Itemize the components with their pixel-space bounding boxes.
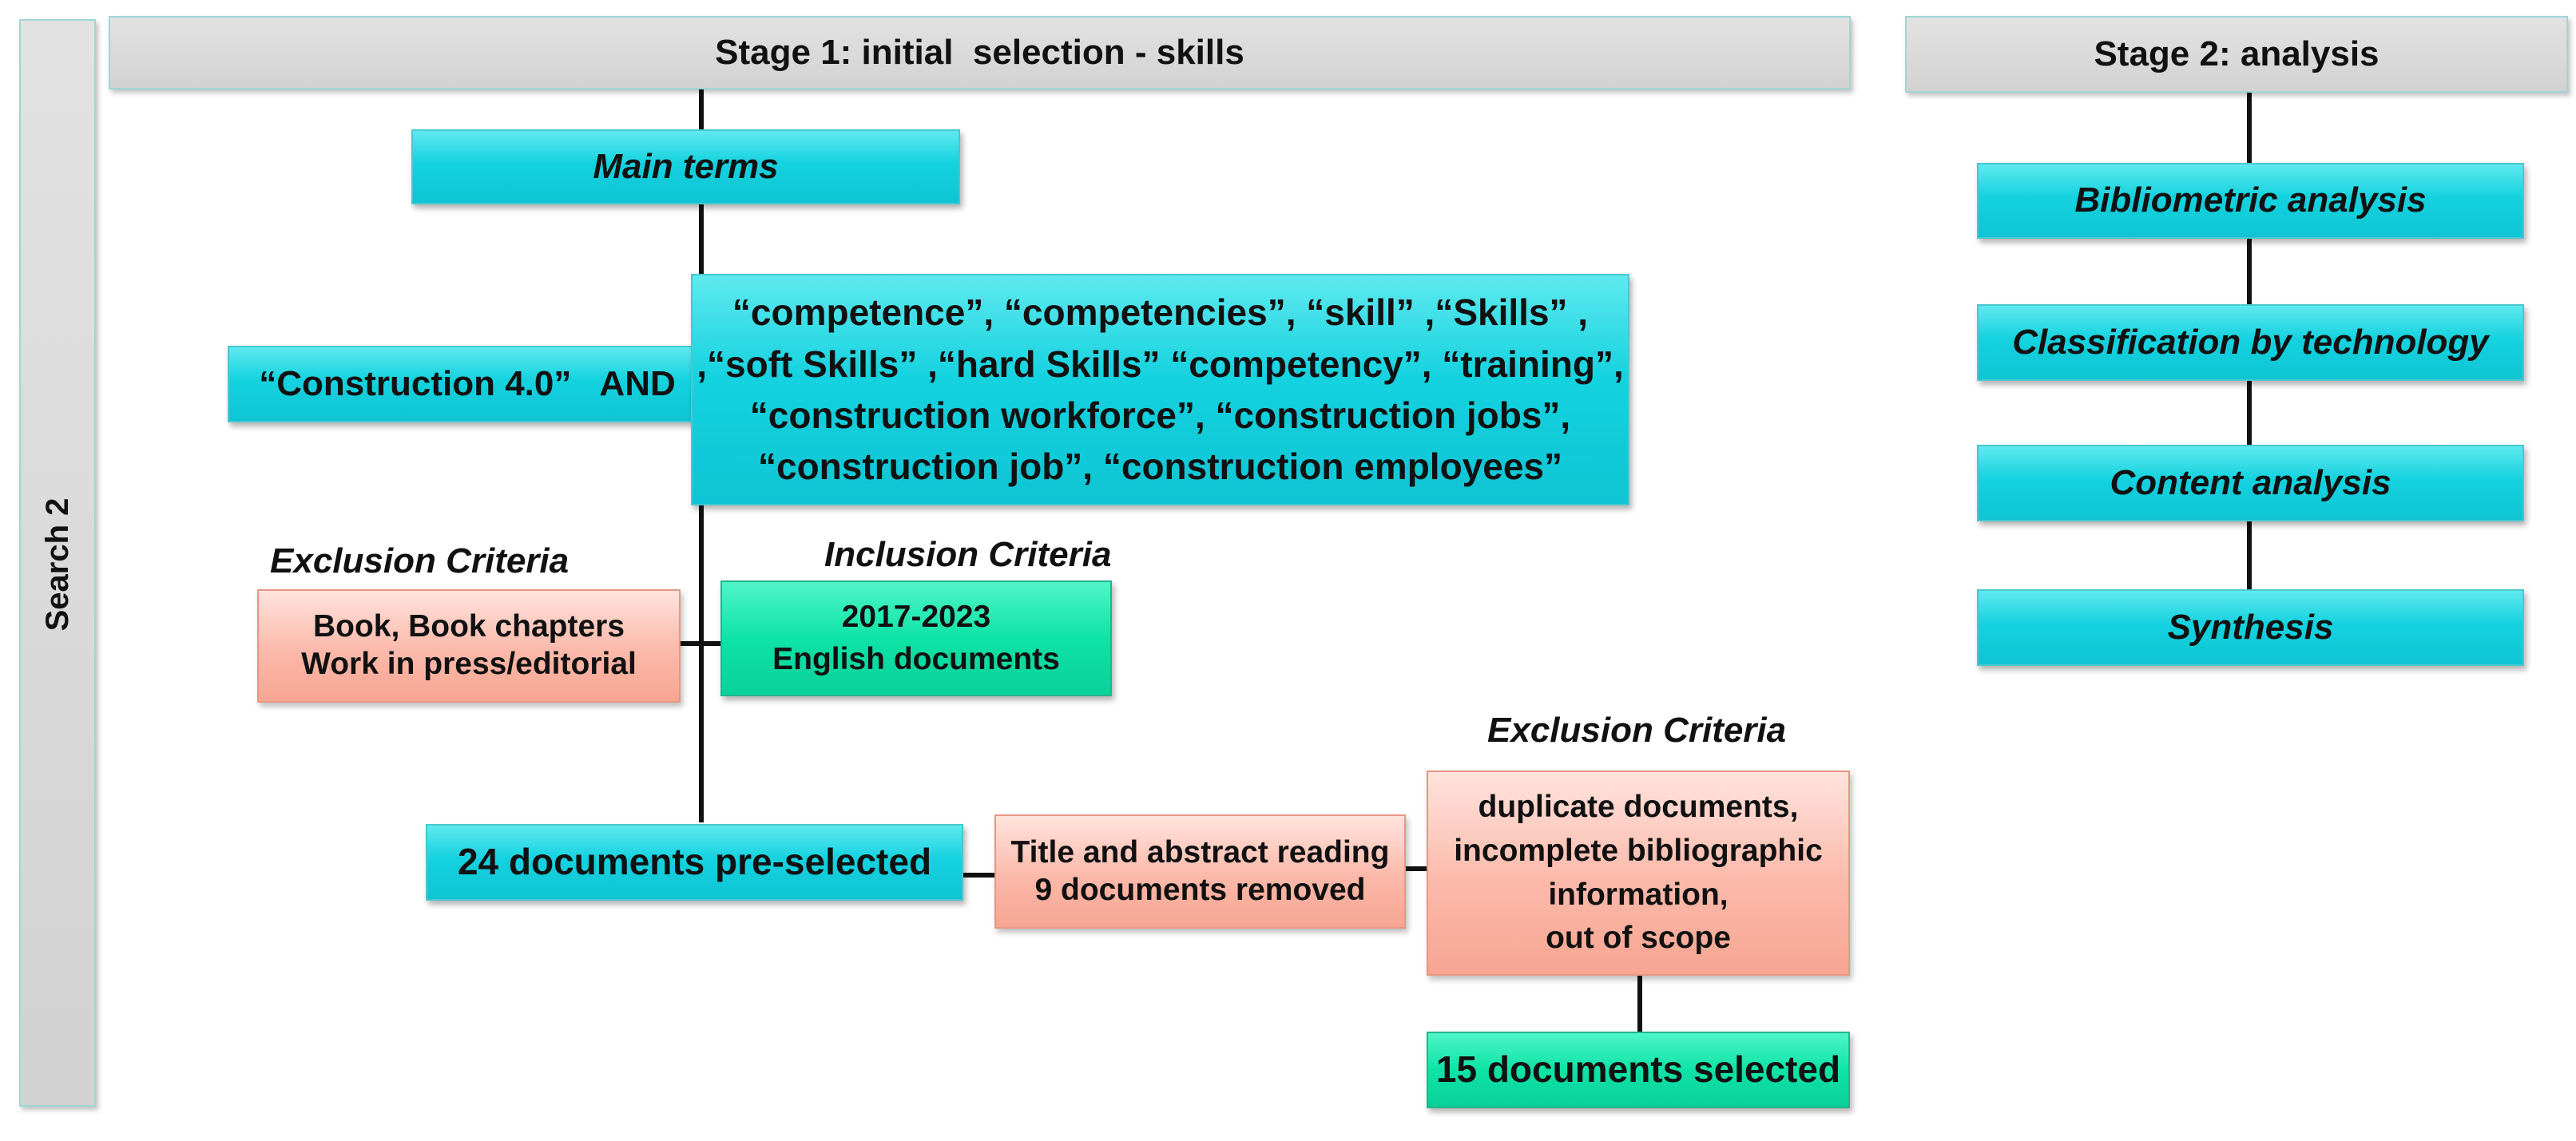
exclusion-criteria-title-1: Exclusion Criteria: [270, 541, 570, 580]
title-abstract-box: Title and abstract reading 9 documents r…: [994, 814, 1406, 929]
exclusion-criteria-box-2: duplicate documents, incomplete bibliogr…: [1427, 771, 1850, 976]
stage2-header: Stage 2: analysis: [1905, 16, 2568, 93]
connector-title-exclusion2: [1406, 866, 1428, 871]
stage2-step-content: Content analysis: [1977, 445, 2524, 521]
exclusion-criteria-title-2: Exclusion Criteria: [1487, 711, 1787, 750]
selected-box: 15 documents selected: [1427, 1032, 1850, 1108]
exclusion-criteria-box-1: Book, Book chapters Work in press/editor…: [257, 589, 681, 703]
connector-exclusion1: [679, 641, 727, 646]
search-construction-box: “Construction 4.0” AND: [228, 346, 707, 422]
inclusion-criteria-box: 2017-2023 English documents: [720, 580, 1112, 696]
connector-exclusion2-selected: [1637, 974, 1642, 1032]
preselected-box: 24 documents pre-selected: [426, 824, 963, 901]
stage2-step-bibliometric: Bibliometric analysis: [1977, 163, 2524, 239]
stage2-step-classification: Classification by technology: [1977, 304, 2524, 381]
search-terms-box: “competence”, “competencies”, “skill” ,“…: [691, 274, 1629, 505]
main-terms-box: Main terms: [411, 129, 960, 204]
connector-preselected-title: [963, 873, 994, 878]
search-sidebar: [19, 19, 96, 1107]
stage1-header: Stage 1: initial selection - skills: [109, 16, 1851, 89]
search-sidebar-label: Search 2: [40, 497, 75, 632]
stage2-step-synthesis: Synthesis: [1977, 589, 2524, 666]
inclusion-criteria-title: Inclusion Criteria: [824, 535, 1112, 574]
